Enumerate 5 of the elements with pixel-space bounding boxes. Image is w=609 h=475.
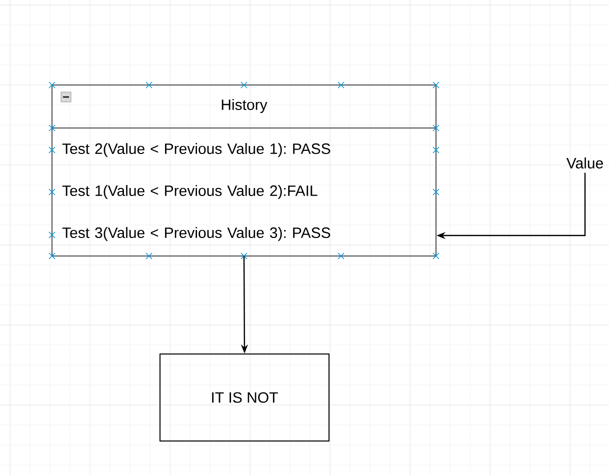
process-box: IT IS NOT [160,354,330,442]
list-row: Test 3(Value < Previous Value 3): PASS [62,227,330,241]
text-label: Value [566,158,603,168]
list-row: Test 1(Value < Previous Value 2):FAIL [62,185,318,199]
list-row: Test 2(Value < Previous Value 1): PASS [62,143,330,157]
